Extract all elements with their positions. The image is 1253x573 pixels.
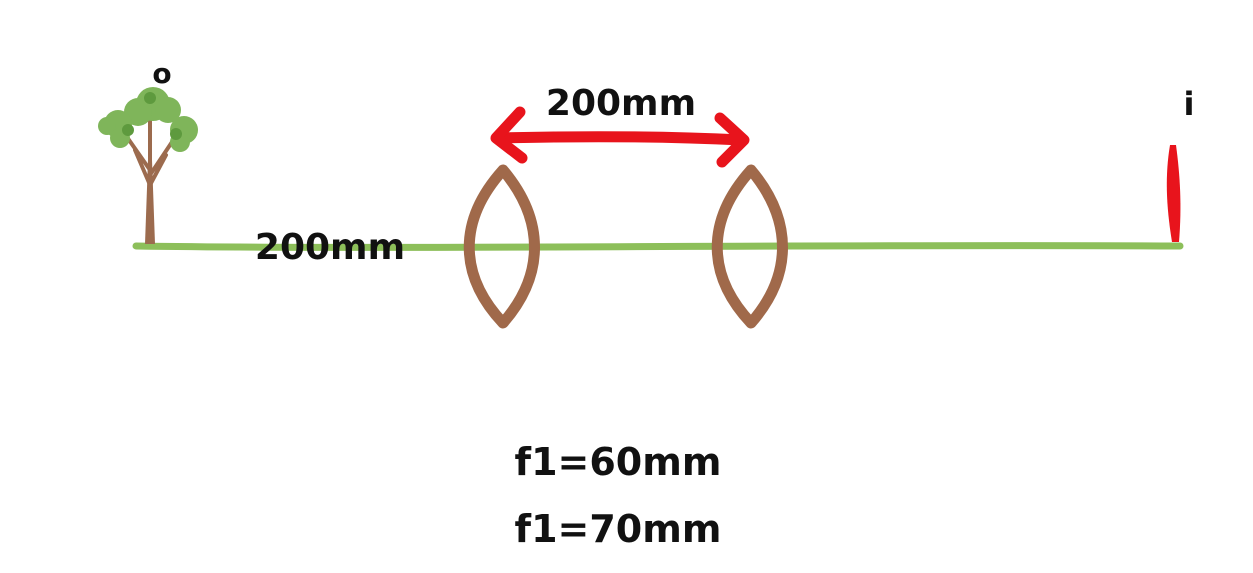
lens-separation-label: 200mm	[546, 83, 696, 124]
object-distance-label: 200mm	[255, 227, 405, 268]
double-arrow-icon	[490, 106, 750, 168]
focal-length-2-label: f1=70mm	[515, 507, 722, 551]
optical-axis	[132, 242, 1184, 251]
lens-2	[711, 164, 788, 329]
image-bar-icon	[1166, 145, 1181, 242]
image-label: i	[1184, 85, 1195, 123]
lens-1	[463, 164, 540, 329]
focal-length-1-label: f1=60mm	[515, 440, 722, 484]
tree-icon	[98, 87, 198, 244]
object-label: o	[152, 57, 171, 90]
